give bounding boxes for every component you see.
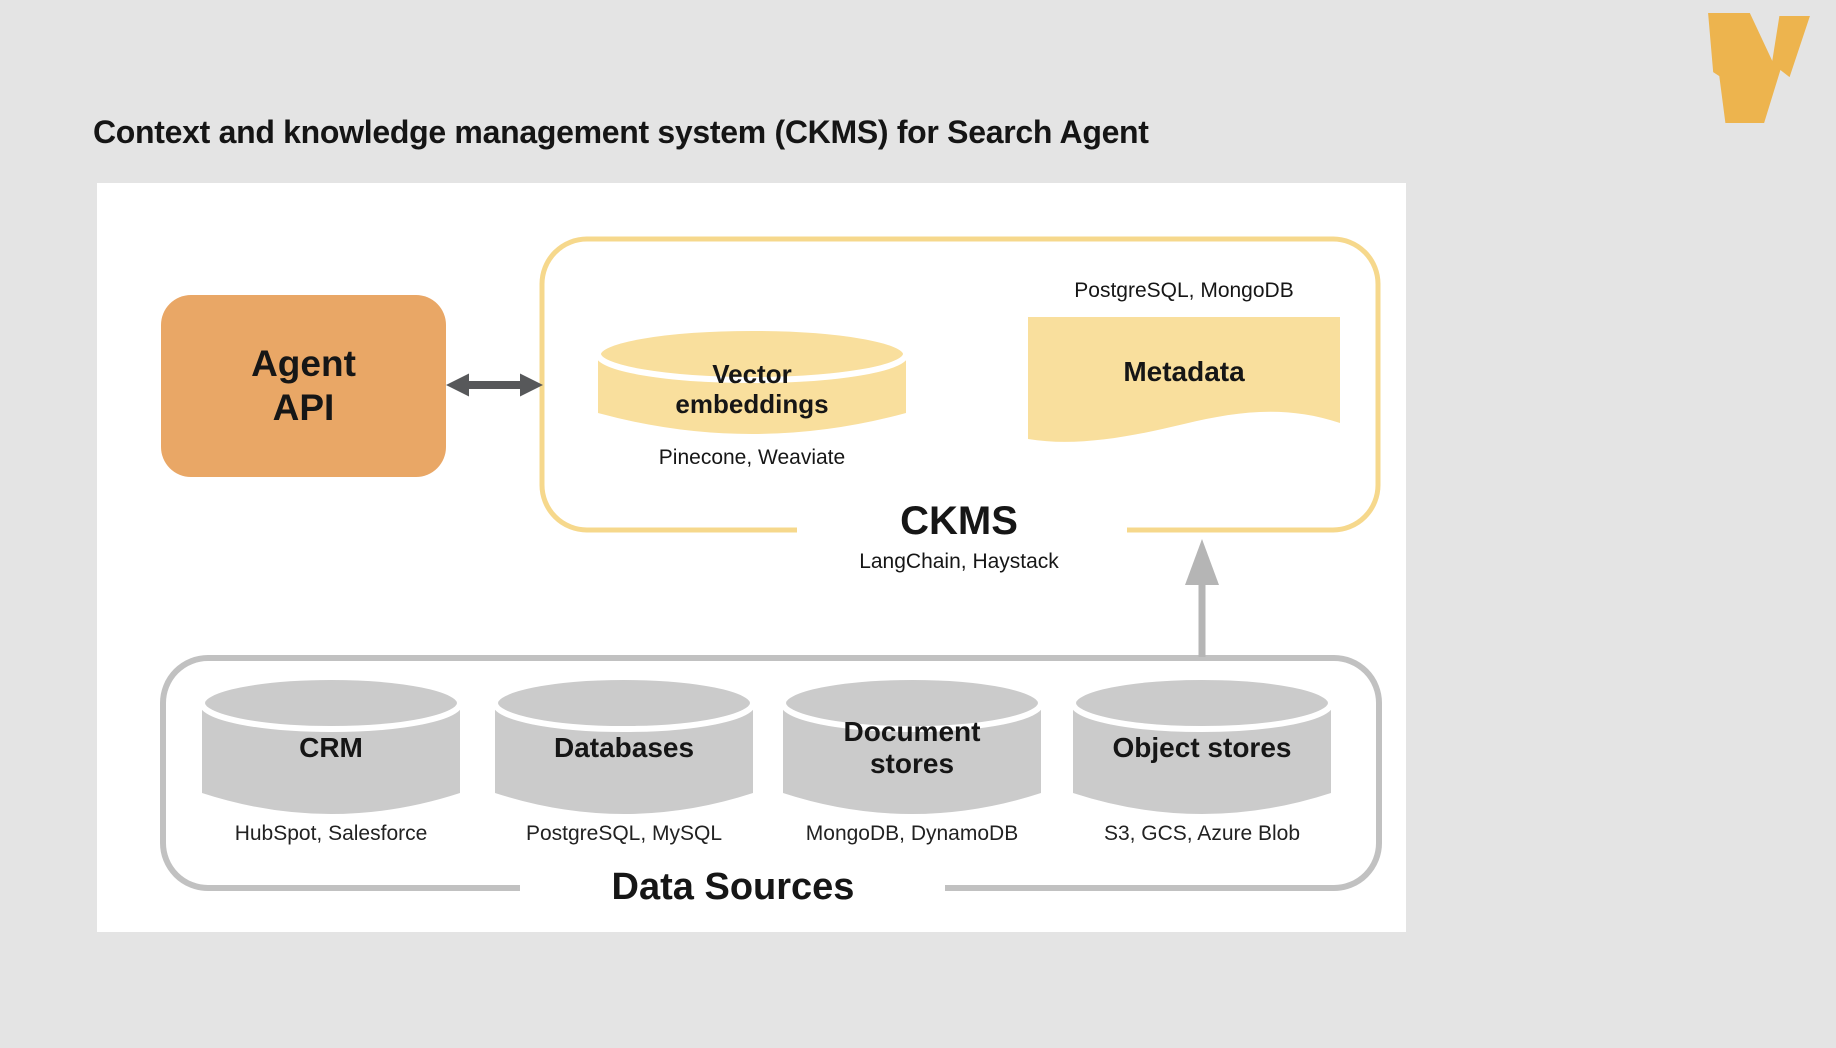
crm-cylinder bbox=[199, 674, 463, 814]
agent-api-label: Agent API bbox=[251, 342, 356, 428]
document-stores-sublabel: MongoDB, DynamoDB bbox=[805, 822, 1019, 845]
crm-sublabel: HubSpot, Salesforce bbox=[234, 822, 428, 845]
page-title: Context and knowledge management system … bbox=[93, 114, 1149, 150]
databases-label: Databases bbox=[553, 731, 695, 763]
databases-sublabel: PostgreSQL, MySQL bbox=[525, 822, 723, 845]
vector-embeddings-sublabel: Pinecone, Weaviate bbox=[658, 446, 846, 469]
object-stores-label: Object stores bbox=[1112, 731, 1292, 763]
agent-api-box bbox=[161, 295, 446, 477]
bidirectional-arrow-icon bbox=[446, 373, 543, 397]
diagram-shapes bbox=[160, 236, 1382, 895]
metadata-document-shape bbox=[1028, 317, 1340, 442]
databases-cylinder bbox=[492, 674, 756, 814]
v-lightning-logo-icon bbox=[1708, 13, 1810, 123]
ckms-border-gap bbox=[797, 522, 1127, 538]
vector-embeddings-cylinder bbox=[595, 325, 909, 434]
data-sources-border-gap bbox=[520, 879, 945, 895]
metadata-toplabel: PostgreSQL, MongoDB bbox=[1074, 279, 1294, 302]
document-stores-label: Document stores bbox=[843, 715, 981, 779]
object-stores-cylinder bbox=[1070, 674, 1334, 814]
diagram-canvas: Agent API Vector embeddings Pinecone, We… bbox=[97, 183, 1406, 932]
object-stores-sublabel: S3, GCS, Azure Blob bbox=[1103, 822, 1301, 845]
vector-embeddings-label: Vector embeddings bbox=[675, 359, 829, 419]
up-arrow-icon bbox=[1185, 539, 1219, 657]
crm-label: CRM bbox=[299, 731, 363, 763]
document-stores-cylinder bbox=[780, 674, 1044, 814]
ckms-sublabel: LangChain, Haystack bbox=[859, 550, 1059, 573]
metadata-label: Metadata bbox=[1123, 356, 1245, 387]
data-sources-label: Data Sources bbox=[611, 865, 855, 908]
ckms-label: CKMS bbox=[900, 498, 1018, 543]
